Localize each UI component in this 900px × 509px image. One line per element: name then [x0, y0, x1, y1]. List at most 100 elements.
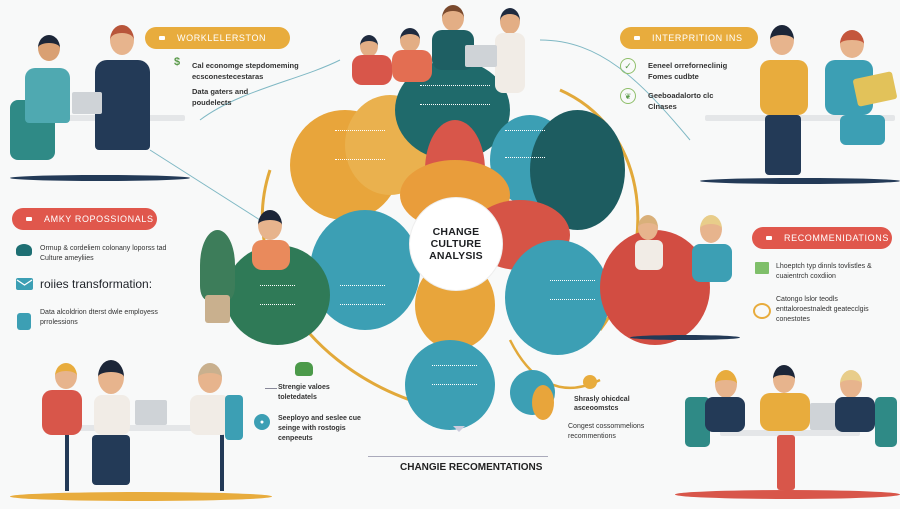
- person-head: [840, 30, 864, 58]
- illustration-bottom-right-meeting: [675, 365, 900, 505]
- person-head: [773, 365, 795, 393]
- section-pill-mid-right: RECOMMENIDATIONS: [752, 227, 892, 249]
- center-title-line3: ANALYSIS: [429, 250, 483, 262]
- leaf-badge-icon: ❦: [620, 88, 636, 104]
- person-body: [94, 395, 130, 435]
- pill-icon: [766, 236, 772, 240]
- dollar-icon: $: [173, 56, 181, 68]
- note-bottom-left-2: Seeployo and seslee cue seinge with rost…: [278, 415, 361, 442]
- illustration-top-left-office: [0, 20, 190, 185]
- section-label: RECOMMENIDATIONS: [784, 233, 889, 243]
- footer-label: CHANGIE RECOMENTATIONS: [400, 462, 543, 473]
- center-title-line1: CHANGE: [432, 226, 480, 238]
- note-mid-right-1: Lhoeptch typ dinnls tovlistles & cuaient…: [776, 263, 872, 280]
- blob-orange-small-bottom: [532, 385, 554, 420]
- person-body: [835, 397, 875, 432]
- blob-text-lines: [550, 280, 595, 300]
- person-body: [705, 397, 745, 432]
- section-label: INTERPRITION INS: [652, 33, 743, 43]
- blob-text-lines: [432, 365, 477, 385]
- person-head: [55, 363, 77, 389]
- person-body: [392, 50, 432, 82]
- pill-icon: [634, 36, 640, 40]
- person-legs: [765, 115, 801, 175]
- illustration-top-team: [350, 0, 550, 95]
- note-bottom-left-1: Strengie valoes toletedatels: [278, 384, 330, 401]
- note-bottom-right-2: Congest cossommelions recommentions: [568, 423, 645, 440]
- note-top-right-1: Eeneel orreforneclinig Fomes cudbte: [648, 61, 728, 81]
- pill-icon: [159, 36, 165, 40]
- person-head: [700, 215, 722, 243]
- section-pill-mid-left: AMKY ROPOSSIONALS: [12, 208, 157, 230]
- desk-leg: [65, 431, 69, 491]
- person-body: [190, 395, 230, 435]
- note-mid-left-1: Ormup & cordeliem colonany loporss tad C…: [40, 245, 167, 262]
- laptop: [465, 45, 497, 67]
- blob-text-lines: [505, 130, 545, 158]
- person-standing-head: [110, 25, 134, 55]
- note-top-left-2: Data gaters and poudelects: [192, 87, 249, 107]
- team-icon: [16, 244, 32, 256]
- card-icon: [755, 262, 769, 274]
- plant-pot: [205, 295, 230, 323]
- chair: [225, 395, 243, 440]
- person-head: [840, 370, 862, 398]
- person-head: [360, 35, 378, 57]
- check-badge-icon: ✓: [620, 58, 636, 74]
- blob-teal-bottom: [405, 340, 495, 430]
- illustration-top-right-office: [700, 20, 900, 190]
- chevron-down-icon: [453, 426, 465, 432]
- desk: [720, 430, 860, 436]
- person-head: [715, 370, 737, 398]
- floor-shadow: [10, 175, 190, 181]
- illustration-woman-plant: [200, 210, 310, 330]
- section-label: AMKY ROPOSSIONALS: [44, 214, 154, 224]
- person-head: [198, 363, 222, 393]
- floor-shadow: [10, 492, 272, 501]
- note-mid-left-2: roiies transformation:: [40, 277, 153, 291]
- person-head: [258, 210, 282, 240]
- section-label: WORKLELERSTON: [177, 33, 267, 43]
- section-pill-top-left: WORKLELERSTON: [145, 27, 290, 49]
- person-standing-body: [95, 60, 150, 150]
- person-body: [692, 244, 732, 282]
- coin-icon: [583, 375, 597, 389]
- blob-text-lines: [335, 130, 385, 160]
- floor-shadow: [675, 490, 900, 499]
- illustration-bottom-left-meeting: [10, 355, 272, 505]
- person-head: [500, 8, 520, 34]
- blob-text-lines: [340, 285, 385, 305]
- person-body: [495, 33, 525, 93]
- person-legs: [92, 435, 130, 485]
- divider-dash: [265, 388, 277, 389]
- person-body: [42, 390, 82, 435]
- person-head: [442, 5, 464, 31]
- person-head: [98, 360, 124, 394]
- document-icon: [17, 313, 31, 330]
- mail-glyph: [16, 279, 33, 286]
- person-head: [770, 25, 794, 55]
- person-body: [252, 240, 290, 270]
- person-head: [638, 215, 658, 240]
- laptop: [72, 92, 102, 114]
- center-title: CHANGE CULTURE ANALYSIS: [410, 198, 502, 290]
- illustration-right-mid-people: [630, 210, 740, 340]
- person-body: [760, 60, 808, 115]
- floor-shadow: [630, 335, 740, 340]
- blob-text-lines: [420, 85, 490, 105]
- note-top-left-1: Cal economge stepdomeming ecsconestecest…: [192, 61, 299, 81]
- note-mid-left-3: Data alcoldrion dterst dwle employess pr…: [40, 309, 158, 326]
- laptop: [135, 400, 167, 425]
- section-pill-top-right: INTERPRITION INS: [620, 27, 758, 49]
- person-head: [400, 28, 420, 52]
- floor-shadow: [700, 178, 900, 184]
- chair: [840, 115, 885, 145]
- person-legs: [777, 435, 795, 490]
- desk-leg: [220, 431, 224, 491]
- note-mid-right-2: Catongo lslor teodls enttaloroestnaledt …: [776, 296, 869, 323]
- person-seated-body: [25, 68, 70, 123]
- chair: [875, 397, 897, 447]
- plant: [200, 230, 235, 300]
- person-body: [760, 393, 810, 431]
- person-body: [635, 240, 663, 270]
